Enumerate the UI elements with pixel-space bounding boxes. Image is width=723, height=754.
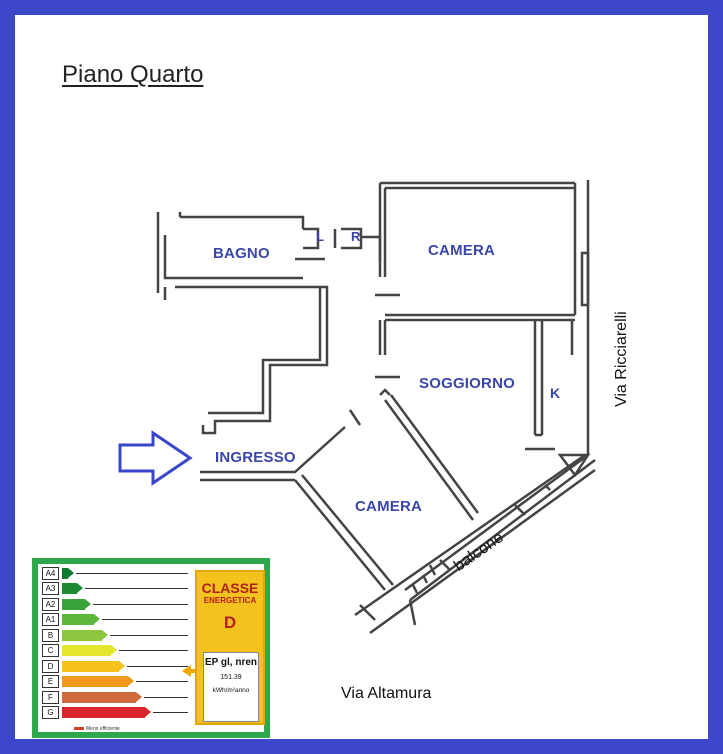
entrance-arrow-icon: [118, 430, 193, 486]
room-label-r: R: [351, 229, 361, 244]
energy-class-row: A1: [42, 613, 188, 626]
energy-class-arrow: [62, 676, 133, 687]
energy-class-tag: D: [42, 659, 59, 673]
ep-unit: kWh/m²anno: [212, 687, 250, 694]
energy-class-arrow: [62, 629, 108, 641]
street-label-via-altamura: Via Altamura: [341, 685, 432, 702]
energy-class-arrow: [62, 691, 142, 703]
energy-class-tag: C: [42, 644, 59, 657]
class-pointer-icon: [182, 665, 191, 677]
energy-class-tag: A1: [42, 613, 59, 626]
energy-class-tag: B: [42, 628, 59, 642]
classe-energetica-box: CLASSE ENERGETICA D EP gl, nren 151.39 k…: [195, 570, 265, 725]
room-label-ingresso: INGRESSO: [215, 449, 296, 466]
energy-class-row: A4: [42, 566, 188, 580]
classe-subtitle: ENERGETICA: [203, 596, 257, 605]
ep-value: 151.39: [220, 674, 242, 681]
energy-class-tag: A4: [42, 566, 59, 580]
room-label-soggiorno: SOGGIORNO: [419, 375, 515, 392]
energy-class-tag: A3: [42, 582, 59, 595]
legend-text: Meno efficiente: [86, 726, 120, 732]
energy-class-arrow: [62, 583, 82, 594]
energy-class-row: C: [42, 644, 188, 657]
ep-box: EP gl, nren 151.39 kWh/m²anno: [203, 652, 259, 722]
energy-class-row: D: [42, 659, 188, 673]
energy-class-arrow: [62, 707, 150, 718]
page-title: Piano Quarto: [62, 61, 204, 88]
energy-class-arrow: [62, 645, 116, 656]
floor-plan-drawing: [118, 180, 596, 635]
street-label-via-ricciarelli: Via Ricciarelli: [613, 311, 630, 407]
classe-value: D: [223, 613, 237, 632]
energy-class-arrow: [62, 567, 74, 579]
energy-class-row: G: [42, 706, 188, 719]
energy-class-tag: G: [42, 706, 59, 719]
energy-class-row: A3: [42, 582, 188, 595]
room-label-l: L: [316, 229, 325, 244]
energy-class-tag: E: [42, 675, 59, 688]
energy-class-arrow: [62, 660, 125, 672]
room-label-camera-bottom: CAMERA: [355, 498, 423, 515]
room-label-bagno: BAGNO: [213, 245, 270, 262]
room-label-camera-top: CAMERA: [428, 242, 496, 259]
classe-title: CLASSE: [201, 580, 259, 596]
energy-class-row: A2: [42, 597, 188, 611]
energy-class-arrow: [62, 614, 99, 625]
energy-class-tag: F: [42, 690, 59, 704]
energy-class-row: F: [42, 690, 188, 704]
energy-class-arrow: [62, 598, 91, 610]
energy-class-row: E: [42, 675, 188, 688]
room-label-k: K: [550, 385, 561, 401]
energy-class-tag: A2: [42, 597, 59, 611]
energy-class-row: B: [42, 628, 188, 642]
ep-label: EP gl, nren: [204, 657, 258, 668]
